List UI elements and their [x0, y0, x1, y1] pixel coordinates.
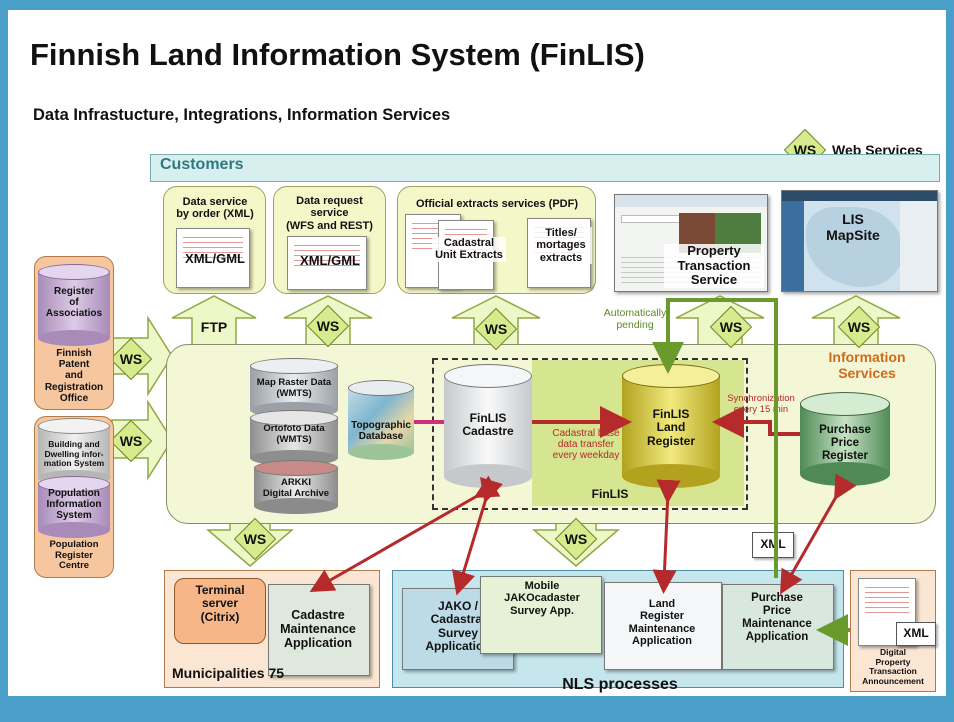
titles-extracts-label: Titles/ mortages extracts — [530, 227, 592, 264]
ws-icon-6: WS — [109, 419, 153, 463]
register-associations-label: Register of Associatios — [45, 286, 103, 320]
population-system-label: Population Information System — [46, 488, 102, 522]
ftp-label: FTP — [200, 319, 228, 335]
cadastre-label: FinLIS Cadastre — [462, 411, 514, 439]
land-register-label: FinLIS Land Register — [646, 407, 696, 448]
purchase-price-label: Purchase Price Register — [819, 424, 871, 462]
building-system-label: Building and Dwelling infor- mation Syst… — [43, 439, 105, 469]
finlis-boundary — [432, 358, 748, 510]
ws-icon-4: WS — [837, 305, 881, 349]
sync-arrow — [712, 406, 800, 438]
customers-bar — [150, 154, 940, 182]
digital-announcement-label: Digital Property Transaction Announcemen… — [862, 647, 924, 686]
official-extracts-title: Official extracts services (PDF) — [415, 198, 579, 210]
nls-processes-label: NLS processes — [562, 676, 678, 693]
register-associations-db — [38, 264, 110, 346]
auto-pending-arrow — [652, 298, 778, 578]
xml-label-box-2 — [896, 622, 936, 646]
land-register-app-label: Land Register Maintenance Application — [628, 598, 696, 647]
ws-icon-1: WS — [306, 304, 350, 348]
jako-label: JAKO / Cadastral Survey Application — [425, 599, 491, 654]
land-register-db — [622, 364, 720, 488]
auto-pending-label: Automatically pending — [603, 307, 667, 331]
ws-icon-3: WS — [709, 305, 753, 349]
ws-icon-8: WS — [554, 517, 598, 561]
register-app-arrow — [652, 479, 681, 594]
mobile-app-label: Mobile JAKOcadaster Survey App. — [504, 580, 580, 617]
data-service-format: XML/GML — [185, 251, 245, 266]
cadastre-jako-arrow — [452, 477, 503, 596]
population-system-db — [38, 476, 110, 538]
terminal-server-label: Terminal server (Citrix) — [195, 583, 245, 624]
cadastre-maintenance-screenshot — [268, 584, 370, 676]
data-request-format: XML/GML — [300, 253, 360, 268]
topographic-label: Topographic Database — [351, 420, 411, 443]
synchronization-label: Synchronization every 15 min — [727, 393, 795, 415]
purchase-app-screenshot — [722, 584, 834, 670]
property-transaction-label: Property Transaction Service — [664, 243, 764, 288]
population-centre-label: Population Register Centre — [49, 539, 99, 572]
purchase-app-arrow — [780, 473, 857, 595]
data-service-title: Data service by order (XML) — [176, 196, 254, 221]
page-title: Finnish Land Information System (FinLIS) — [30, 37, 645, 72]
ftp-up-arrow — [171, 295, 257, 351]
cadastre-maintenance-label: Cadastre Maintenance Application — [280, 608, 356, 650]
cadastral-extracts-label: Cadastral Unit Extracts — [432, 237, 506, 262]
ws-icon-2: WS — [474, 307, 518, 351]
gml-doc-image — [287, 236, 367, 290]
page-subtitle: Data Infrastucture, Integrations, Inform… — [33, 106, 451, 124]
ws-icon-7: WS — [233, 517, 277, 561]
xml-label-2: XML — [903, 626, 929, 640]
patent-office-label: Finnish Patent and Registration Office — [44, 348, 104, 404]
topographic-db — [348, 380, 414, 460]
xml-doc-image — [176, 228, 250, 288]
land-register-app-screenshot — [604, 582, 722, 670]
mapsite-label: LIS MapSite — [826, 211, 880, 243]
customers-label: Customers — [160, 156, 244, 173]
purchase-app-label: Purchase Price Maintenance Application — [742, 592, 812, 643]
ws-icon-5: WS — [109, 337, 153, 381]
data-request-title: Data request service (WFS and REST) — [286, 195, 373, 232]
legend-label: Web Services — [832, 142, 923, 158]
ortofoto-label: Ortofoto Data (WMTS) — [263, 423, 325, 445]
xml-label-1: XML — [760, 537, 786, 551]
mapsite-screenshot — [781, 190, 938, 292]
finlis-label: FinLIS — [591, 487, 629, 501]
information-services-label: Information Services — [828, 349, 906, 381]
terminal-server-box — [174, 578, 266, 644]
cadastre-municipal-arrow — [309, 475, 501, 592]
cadastre-db — [444, 364, 532, 488]
municipalities-label: Municipalities 75 — [172, 665, 285, 681]
map-raster-label: Map Raster Data (WMTS) — [256, 377, 332, 399]
